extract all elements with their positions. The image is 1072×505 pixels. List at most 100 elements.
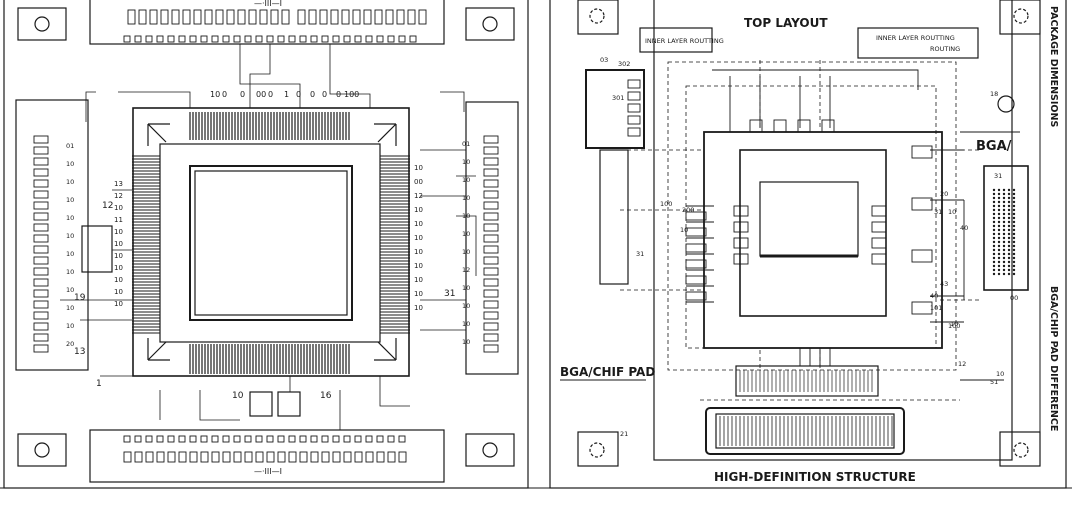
bga-ball — [1007, 228, 1011, 232]
side-pad-right — [483, 168, 499, 177]
bga-ball — [997, 212, 1001, 216]
connector-pin — [189, 451, 198, 463]
connector-pin — [182, 9, 191, 25]
outer-right-label: 10 — [462, 158, 470, 166]
chip-left-pin-label: 10 — [114, 264, 123, 272]
bga-ball — [992, 224, 996, 228]
connector-pin — [211, 451, 220, 463]
side-pad-left — [33, 289, 49, 298]
connector-pin — [330, 9, 339, 25]
outer-left-label: 10 — [66, 286, 74, 294]
bga-ball — [997, 188, 1001, 192]
bga-pad-left — [733, 205, 749, 217]
component-pad — [627, 103, 641, 113]
bga-ball — [992, 268, 996, 272]
right-small-label: 18 — [990, 90, 998, 98]
misc-label: 16 — [320, 391, 332, 401]
bga-ball — [1002, 196, 1006, 200]
chip-right-pin-label: 00 — [414, 178, 423, 186]
side-pad-left — [33, 135, 49, 144]
connector-pad — [189, 35, 197, 43]
bga-ball — [997, 208, 1001, 212]
connector-pin — [204, 9, 213, 25]
connector-pad — [123, 435, 131, 443]
bga-ball — [1007, 256, 1011, 260]
bga-ball — [992, 192, 996, 196]
connector-pin — [374, 9, 383, 25]
component-pad — [627, 115, 641, 125]
connector-pad — [167, 435, 175, 443]
bga-ball — [1002, 208, 1006, 212]
bga-ball — [1012, 220, 1016, 224]
outer-left-label: 10 — [66, 178, 74, 186]
connector-pad — [343, 435, 351, 443]
misc-label: 12 — [102, 201, 113, 211]
outer-left-label: 01 — [66, 142, 74, 150]
connector-pin — [259, 9, 268, 25]
connector-pad — [200, 35, 208, 43]
bottom-connector-code: —·III—I — [254, 467, 282, 476]
connector-pin — [134, 451, 143, 463]
connector-pin — [178, 451, 187, 463]
bga-ball — [992, 188, 996, 192]
connector-pad — [255, 35, 263, 43]
connector-pad — [134, 35, 142, 43]
bga-ball — [1002, 216, 1006, 220]
bga-ball — [1007, 216, 1011, 220]
bga-ball — [997, 268, 1001, 272]
left-connector-pad — [685, 211, 707, 221]
left-corner-pads — [17, 7, 515, 467]
bottom-cap-1 — [249, 391, 273, 417]
bga-ball — [1002, 272, 1006, 276]
connector-pad — [277, 35, 285, 43]
bga-ball — [1012, 256, 1016, 260]
right-small-label: 301 — [612, 94, 624, 102]
bga-ball — [1012, 228, 1016, 232]
connector-pin — [171, 9, 180, 25]
left-connector-pad — [685, 275, 707, 285]
right-small-label: 00 — [1010, 294, 1018, 302]
bga-chip-pad-label: BGA/CHIF PAD — [560, 365, 655, 379]
side-pad-left — [33, 201, 49, 210]
bga-ball — [1007, 248, 1011, 252]
bga-ball — [1012, 236, 1016, 240]
top-layout-title: TOP LAYOUT — [744, 16, 828, 30]
connector-pad — [332, 435, 340, 443]
outer-right-label: 10 — [462, 230, 470, 238]
right-small-label: 101 — [930, 304, 942, 312]
connector-pin — [387, 451, 396, 463]
chip-top-pin-label: 0 — [240, 90, 245, 99]
bga-ball — [1007, 264, 1011, 268]
side-pad-right — [483, 146, 499, 155]
chip-left-pin-label: 10 — [114, 288, 123, 296]
bga-ball — [1007, 240, 1011, 244]
bga-ball — [1007, 268, 1011, 272]
bga-ball — [1007, 272, 1011, 276]
connector-pin — [310, 451, 319, 463]
chip-top-pin-label: 100 — [344, 90, 359, 99]
connector-pin — [156, 451, 165, 463]
chip-left-pin-label: 10 — [114, 300, 123, 308]
connector-pad — [321, 35, 329, 43]
bga-pad-right — [871, 237, 887, 249]
left-strip — [599, 149, 629, 285]
chip-right-pin-label: 10 — [414, 304, 423, 312]
connector-pin — [277, 451, 286, 463]
outer-right-label: 10 — [462, 320, 470, 328]
bottom-connector-block — [705, 407, 905, 455]
outer-right-label: 01 — [462, 140, 470, 148]
bga-ball — [992, 216, 996, 220]
bga-ball — [1007, 196, 1011, 200]
connector-pad — [332, 35, 340, 43]
bga-ball — [1012, 240, 1016, 244]
chip-left-pin-label: 10 — [114, 240, 123, 248]
bga-ball — [1012, 212, 1016, 216]
bga-ball — [1002, 256, 1006, 260]
right-small-label: 10 — [948, 208, 956, 216]
right-connector-pad — [911, 197, 933, 211]
connector-pin — [200, 451, 209, 463]
right-connector-pad — [911, 301, 933, 315]
bga-ball — [1012, 208, 1016, 212]
bga-ball — [1002, 212, 1006, 216]
connector-pin — [319, 9, 328, 25]
